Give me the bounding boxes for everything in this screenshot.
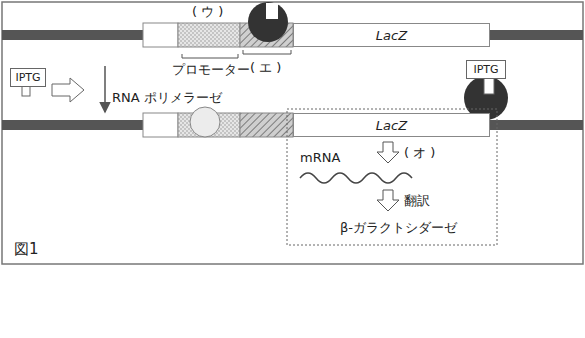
repressor — [248, 2, 288, 42]
label: β-ガラクトシダーゼ — [340, 220, 457, 236]
node-text: LacZ — [376, 28, 407, 43]
label: mRNA — [300, 150, 340, 166]
arrow — [104, 66, 106, 112]
promoter — [178, 23, 240, 47]
node-text: IPTG — [15, 71, 40, 84]
label: RNA ポリメラーゼ — [112, 90, 222, 106]
label: 図1 — [14, 240, 39, 258]
label: ( エ ) — [250, 60, 281, 76]
label: ( ウ ) — [192, 4, 223, 20]
label: ( オ ) — [404, 145, 435, 161]
hollow-arrow — [52, 78, 84, 102]
dna-segment — [143, 113, 178, 137]
frame — [2, 2, 583, 264]
hollow-arrow — [377, 142, 399, 163]
gene-box: LacZ — [293, 23, 490, 47]
hollow-arrow — [377, 190, 399, 211]
dotted-region — [287, 109, 497, 245]
rna-polymerase — [190, 107, 220, 137]
gene-box: LacZ — [293, 113, 490, 137]
iptg-stem — [22, 86, 30, 96]
label: 翻訳 — [404, 193, 430, 209]
operator — [240, 113, 293, 137]
node-text: LacZ — [376, 118, 407, 133]
node-text: IPTG — [473, 63, 498, 76]
mrna-wave — [300, 173, 412, 183]
dna-segment — [143, 23, 178, 47]
iptg-box: IPTG — [466, 60, 506, 79]
iptg-box: IPTG — [10, 68, 46, 87]
bracket — [243, 50, 291, 54]
bracket — [182, 54, 238, 58]
label: プロモーター — [172, 62, 250, 78]
